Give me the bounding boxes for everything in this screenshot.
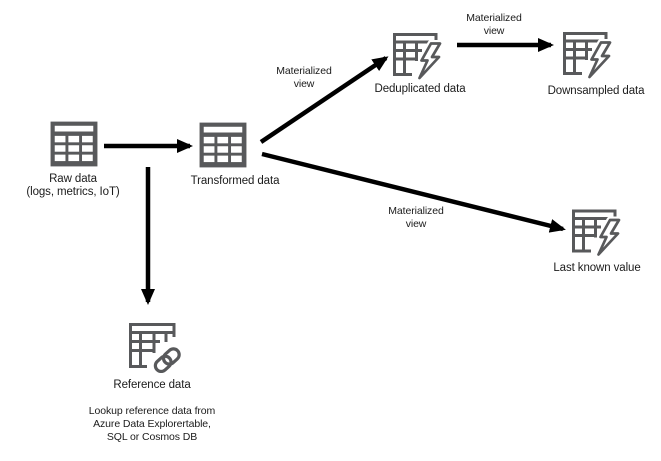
- arrow-transformed-to-deduplicated: [259, 56, 389, 144]
- table-icon: [198, 121, 248, 169]
- transformed-data-label: Transformed data: [190, 175, 280, 187]
- edge-label-materialized-view-2: Materialized view: [466, 12, 522, 37]
- reference-note-line-1: Lookup reference data from: [88, 405, 216, 417]
- last-known-value-label: Last known value: [553, 262, 641, 274]
- downsampled-data-label: Downsampled data: [547, 85, 645, 97]
- edge-label-materialized-view-1: Materialized view: [276, 65, 332, 90]
- raw-data-label: Raw data (logs, metrics, IoT): [0, 173, 148, 199]
- reference-data-note: Lookup reference data from Azure Data Ex…: [62, 405, 242, 444]
- materialized-view-table-icon: [391, 30, 443, 80]
- materialized-view-table-icon: [570, 206, 622, 257]
- reference-data-label: Reference data: [113, 379, 191, 391]
- raw-data-subtitle: (logs, metrics, IoT): [26, 186, 120, 198]
- reference-table-icon: [127, 320, 181, 373]
- table-icon: [49, 120, 99, 168]
- materialized-view-table-icon: [561, 29, 613, 79]
- edge-label-materialized-view-3: Materialized view: [388, 205, 444, 230]
- reference-note-line-3: SQL or Cosmos DB: [106, 431, 198, 443]
- reference-note-line-2: Azure Data Explorertable,: [93, 418, 211, 430]
- arrow-transformed-to-last-known-value: [261, 151, 566, 233]
- deduplicated-data-label: Deduplicated data: [374, 83, 466, 95]
- raw-data-title: Raw data: [49, 173, 97, 185]
